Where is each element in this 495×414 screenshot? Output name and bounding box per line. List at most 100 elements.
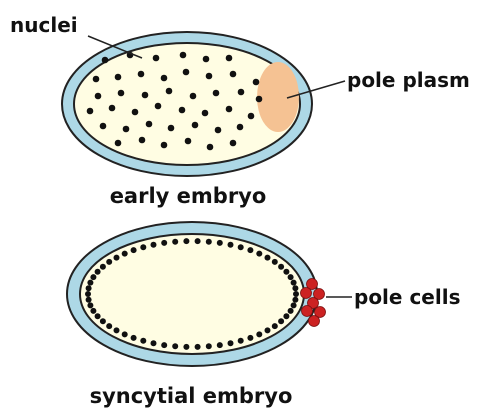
nucleus-dot xyxy=(283,269,289,275)
nucleus-dot xyxy=(95,269,101,275)
nucleus-dot xyxy=(207,144,214,151)
nucleus-dot xyxy=(132,109,139,116)
nucleus-dot xyxy=(90,274,96,280)
nucleus-dot xyxy=(180,52,187,59)
nucleus-dot xyxy=(292,285,298,291)
nucleus-dot xyxy=(202,110,209,117)
nucleus-dot xyxy=(90,308,96,314)
nucleus-dot xyxy=(85,291,91,297)
syncytial-embryo-group xyxy=(67,222,326,366)
nucleus-dot xyxy=(292,297,298,303)
early-embryo-group xyxy=(62,32,312,176)
nucleus-dot xyxy=(238,244,244,250)
nucleus-dot xyxy=(278,318,284,324)
nucleus-dot xyxy=(118,90,125,97)
nucleus-dot xyxy=(122,251,128,257)
nucleus-dot xyxy=(155,103,162,110)
nucleus-dot xyxy=(238,338,244,344)
nucleus-dot xyxy=(183,238,189,244)
nucleus-dot xyxy=(87,108,94,115)
pole-cell xyxy=(302,306,313,317)
nucleus-dot xyxy=(114,327,120,333)
nucleus-dot xyxy=(206,343,212,349)
nucleus-dot xyxy=(146,121,153,128)
nucleus-dot xyxy=(256,251,262,257)
nucleus-dot xyxy=(291,302,297,308)
nucleus-dot xyxy=(228,340,234,346)
nucleus-dot xyxy=(115,140,122,147)
nucleus-dot xyxy=(115,74,122,81)
nucleus-dot xyxy=(179,107,186,114)
nucleus-dot xyxy=(131,335,137,341)
nucleus-dot xyxy=(87,302,93,308)
nucleus-dot xyxy=(183,344,189,350)
nucleus-dot xyxy=(151,340,157,346)
nucleus-dot xyxy=(161,240,167,246)
nucleus-dot xyxy=(114,255,120,261)
nucleus-dot xyxy=(183,69,190,76)
nucleus-dot xyxy=(123,126,130,133)
nucleus-dot xyxy=(288,274,294,280)
nucleus-dot xyxy=(153,55,160,62)
nucleus-dot xyxy=(139,137,146,144)
nucleus-dot xyxy=(142,92,149,99)
nucleus-dot xyxy=(151,242,157,248)
nucleus-dot xyxy=(93,76,100,83)
nucleus-dot xyxy=(166,88,173,95)
nucleus-dot xyxy=(195,238,201,244)
nucleus-dot xyxy=(291,280,297,286)
nucleus-dot xyxy=(161,75,168,82)
nucleus-dot xyxy=(168,125,175,132)
nucleus-dot xyxy=(215,127,222,134)
syncytial-embryo-caption: syncytial embryo xyxy=(90,384,293,408)
nucleus-dot xyxy=(237,124,244,131)
nucleus-dot xyxy=(226,55,233,62)
nucleus-dot xyxy=(131,247,137,253)
pole-cell xyxy=(301,288,312,299)
nucleus-dot xyxy=(248,113,255,120)
nucleus-dot xyxy=(106,323,112,329)
nucleus-dot xyxy=(185,138,192,145)
nucleus-dot xyxy=(87,280,93,286)
nucleus-dot xyxy=(228,242,234,248)
nucleus-dot xyxy=(238,89,245,96)
nucleus-dot xyxy=(217,342,223,348)
nucleus-dot xyxy=(293,291,299,297)
nucleus-dot xyxy=(172,239,178,245)
nucleus-dot xyxy=(122,331,128,337)
nucleus-dot xyxy=(272,259,278,265)
nucleus-dot xyxy=(283,313,289,319)
nucleus-dot xyxy=(100,264,106,270)
pole-plasm-label: pole plasm xyxy=(347,68,470,92)
nucleus-dot xyxy=(247,335,253,341)
nucleus-dot xyxy=(172,343,178,349)
nucleus-dot xyxy=(86,285,92,291)
nucleus-dot xyxy=(256,331,262,337)
nucleus-dot xyxy=(217,240,223,246)
nucleus-dot xyxy=(230,140,237,147)
early-embryo-caption: early embryo xyxy=(110,184,267,208)
nucleus-dot xyxy=(265,255,271,261)
nucleus-dot xyxy=(106,259,112,265)
nucleus-dot xyxy=(95,313,101,319)
nucleus-dot xyxy=(161,342,167,348)
nucleus-dot xyxy=(288,308,294,314)
nucleus-dot xyxy=(213,90,220,97)
nucleus-dot xyxy=(161,142,168,149)
nucleus-dot xyxy=(102,57,109,64)
nucleus-dot xyxy=(95,93,102,100)
pole-cells-label: pole cells xyxy=(354,285,460,309)
nucleus-dot xyxy=(256,96,263,103)
nucleus-dot xyxy=(206,73,213,80)
nucleus-dot xyxy=(247,247,253,253)
nucleus-dot xyxy=(195,344,201,350)
nucleus-dot xyxy=(226,106,233,113)
nucleus-dot xyxy=(86,297,92,303)
nucleus-dot xyxy=(272,323,278,329)
nucleus-dot xyxy=(109,105,116,112)
syncytial-embryo-cytoplasm xyxy=(80,234,304,354)
nucleus-dot xyxy=(100,318,106,324)
nucleus-dot xyxy=(138,71,145,78)
nucleus-dot xyxy=(278,264,284,270)
